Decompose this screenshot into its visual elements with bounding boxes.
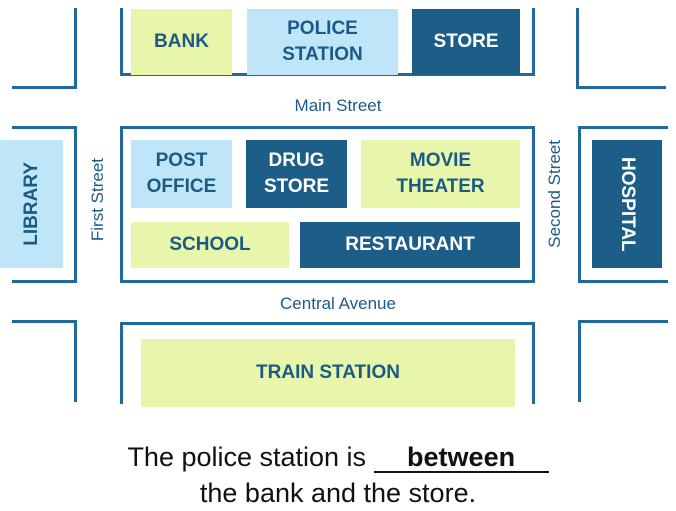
corner-outline bbox=[12, 320, 77, 323]
block-outline bbox=[12, 280, 77, 283]
corner-outline bbox=[578, 320, 668, 323]
building-store: STORE bbox=[412, 9, 520, 75]
corner-outline bbox=[576, 86, 666, 89]
building-restaurant: RESTAURANT bbox=[300, 222, 520, 268]
building-library: LIBRARY bbox=[0, 140, 63, 268]
building-hospital: HOSPITAL bbox=[592, 140, 662, 268]
corner-outline bbox=[74, 8, 77, 88]
fill-in-sentence-line1: The police station is between bbox=[0, 442, 676, 473]
fill-in-sentence-line2: the bank and the store. bbox=[199, 478, 477, 508]
street-label-main: Main Street bbox=[294, 96, 382, 115]
block-outline bbox=[120, 322, 535, 325]
sentence-prefix: The police station is bbox=[127, 442, 374, 472]
block-outline bbox=[120, 322, 123, 404]
block-outline bbox=[120, 280, 535, 283]
block-outline bbox=[578, 126, 668, 129]
building-school: SCHOOL bbox=[131, 222, 289, 268]
answer-blank[interactable]: between bbox=[373, 443, 549, 473]
street-label-central: Central Avenue bbox=[280, 294, 396, 313]
block-outline bbox=[532, 126, 535, 283]
block-outline bbox=[120, 126, 535, 129]
block-outline bbox=[578, 280, 668, 283]
building-post-office: POST OFFICE bbox=[131, 140, 232, 208]
corner-outline bbox=[12, 86, 77, 89]
block-outline bbox=[74, 126, 77, 283]
street-label-first: First Street bbox=[88, 158, 107, 242]
building-hospital-label: HOSPITAL bbox=[617, 156, 638, 252]
corner-outline bbox=[578, 320, 581, 402]
corner-outline bbox=[74, 320, 77, 402]
street-label-second: Second Street bbox=[545, 140, 564, 248]
block-outline bbox=[120, 8, 123, 76]
block-outline bbox=[12, 126, 77, 129]
block-outline bbox=[532, 8, 535, 76]
block-outline bbox=[578, 126, 581, 283]
building-library-label: LIBRARY bbox=[20, 162, 42, 246]
building-train-station: TRAIN STATION bbox=[141, 339, 515, 407]
building-bank: BANK bbox=[131, 9, 232, 75]
corner-outline bbox=[576, 8, 579, 88]
building-drug-store: DRUG STORE bbox=[246, 140, 347, 208]
block-outline bbox=[120, 126, 123, 283]
building-police-station: POLICE STATION bbox=[247, 9, 398, 75]
block-outline bbox=[532, 322, 535, 404]
building-movie-theater: MOVIE THEATER bbox=[361, 140, 520, 208]
